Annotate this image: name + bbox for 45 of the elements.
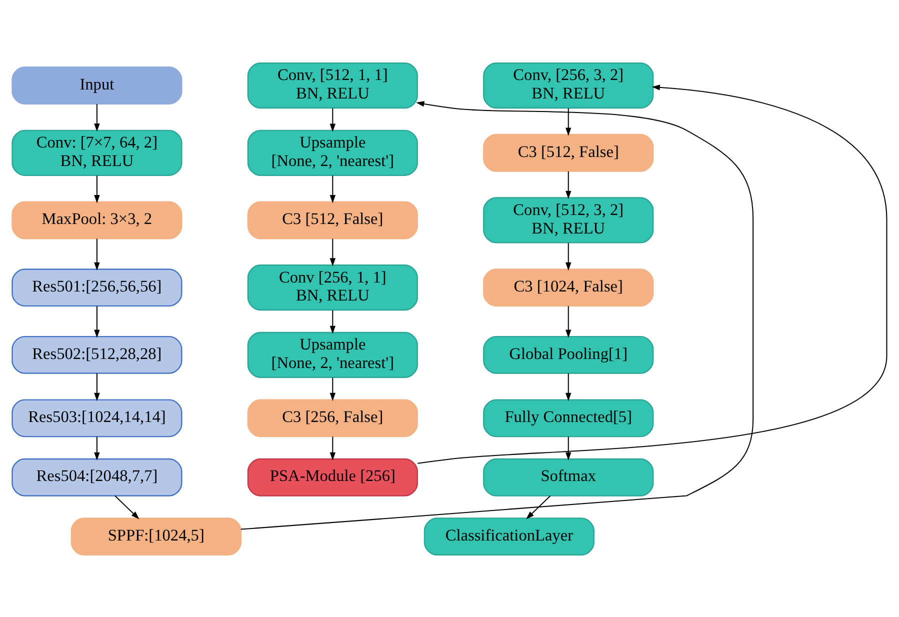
- node-box: Global Pooling[1]: [483, 335, 654, 374]
- arrow: [566, 306, 572, 338]
- arrow: [330, 436, 336, 460]
- node-box: C3 [256, False]: [247, 398, 418, 437]
- arrow: [94, 175, 100, 203]
- arrow: [94, 306, 100, 338]
- arrow: [94, 372, 100, 401]
- node-box: MaxPool: 3×3, 2: [12, 200, 182, 239]
- node-box: Input: [12, 66, 182, 104]
- arrow: [94, 238, 100, 270]
- node-box: Upsample [None, 2, 'nearest']: [247, 331, 418, 378]
- node-box: C3 [512, False]: [247, 200, 418, 239]
- arrow: [330, 310, 336, 334]
- node-box: Conv, [256, 3, 2] BN, RELU: [483, 62, 654, 108]
- node-box: Fully Connected[5]: [483, 398, 654, 437]
- arrow: [566, 242, 572, 270]
- arrow: [330, 238, 336, 266]
- node-box: Res502:[512,28,28]: [12, 335, 182, 374]
- arrow: [114, 494, 140, 519]
- arrow: [94, 104, 100, 132]
- node-box: SPPF:[1024,5]: [70, 517, 242, 556]
- node-box: C3 [1024, False]: [483, 268, 654, 306]
- node-box: Res501:[256,56,56]: [12, 268, 182, 306]
- node-box: Softmax: [483, 458, 654, 496]
- arrow: [526, 494, 551, 519]
- arrow: [330, 175, 336, 203]
- node-box: Conv, [512, 1, 1] BN, RELU: [247, 62, 418, 108]
- arrow: [330, 377, 336, 401]
- node-box: Conv: [7×7, 64, 2] BN, RELU: [12, 129, 182, 176]
- node-box: ClassificationLayer: [424, 517, 594, 556]
- arrow: [240, 100, 754, 530]
- arrow: [566, 170, 572, 198]
- node-box: Conv, [512, 3, 2] BN, RELU: [483, 196, 654, 243]
- node-box: C3 [512, False]: [483, 133, 654, 172]
- arrow: [566, 436, 572, 460]
- node-box: Res504:[2048,7,7]: [12, 458, 182, 496]
- node-box: Conv [256, 1, 1] BN, RELU: [247, 264, 418, 310]
- arrow: [566, 372, 572, 401]
- node-box: Upsample [None, 2, 'nearest']: [247, 129, 418, 176]
- node-box: Res503:[1024,14,14]: [12, 398, 182, 437]
- arrow: [330, 108, 336, 132]
- arrow: [94, 436, 100, 460]
- node-box: PSA-Module [256]: [247, 458, 418, 496]
- arrow: [418, 84, 888, 464]
- arrow: [566, 108, 572, 136]
